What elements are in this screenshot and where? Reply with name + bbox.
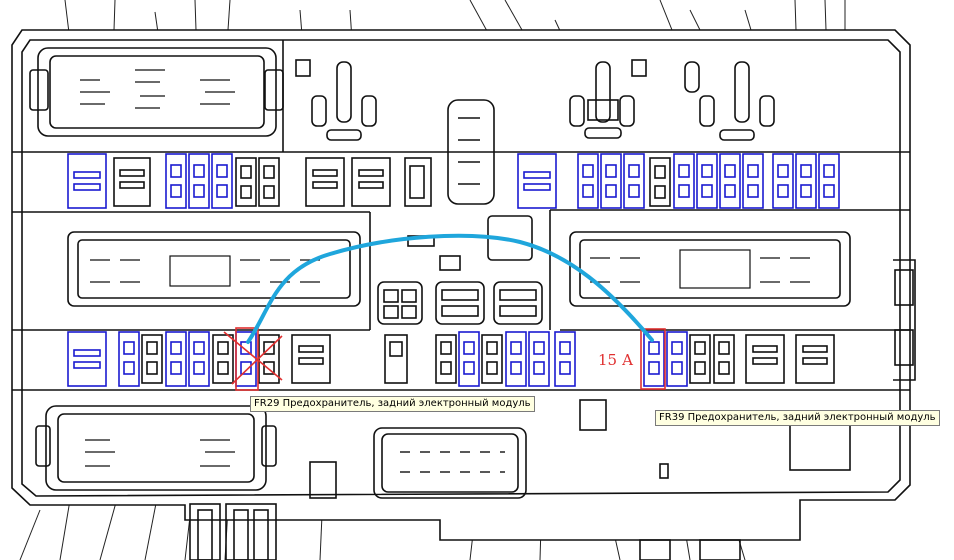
wire-route [246, 233, 654, 344]
fuse-box-housing [11, 29, 916, 541]
relay-block-top [295, 59, 775, 205]
relay-block-center [377, 215, 543, 325]
fuse-amperage-label: 15 А [598, 351, 634, 369]
connector-bottom-left [35, 405, 277, 491]
fr39-tooltip: FR39 Предохранитель, задний электронный … [655, 410, 940, 426]
fr39-highlight [640, 328, 666, 390]
connector-top-left [29, 47, 284, 137]
fr29-highlight [223, 327, 283, 391]
fuse-row-upper [67, 153, 840, 209]
fuse-row-lower [67, 331, 835, 387]
fr29-tooltip: FR29 Предохранитель, задний электронный … [250, 396, 535, 412]
bottom-tabs [189, 503, 741, 560]
